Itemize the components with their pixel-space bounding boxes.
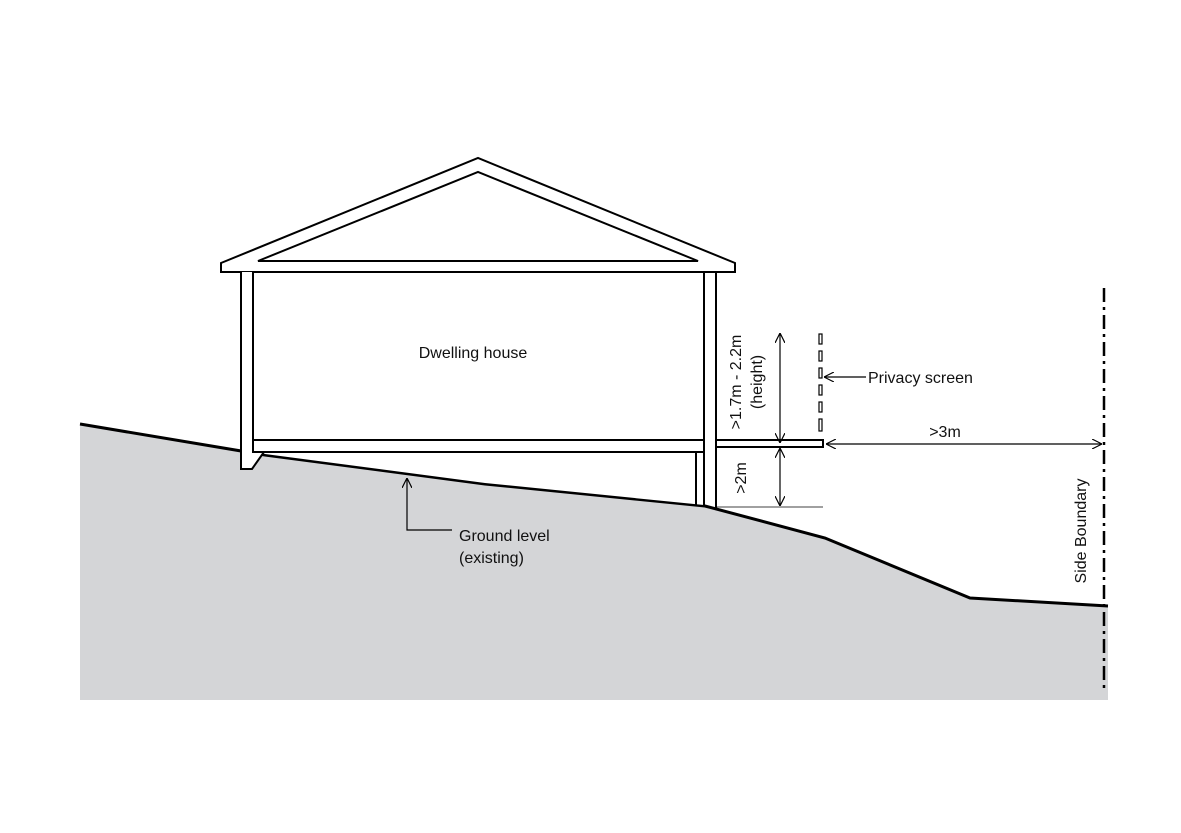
room [252, 271, 705, 441]
privacy-screen-label: Privacy screen [868, 370, 973, 387]
side-boundary-label: Side Boundary [1073, 479, 1090, 584]
deck-height-label: >2m [733, 462, 750, 494]
floor-slab [252, 439, 705, 453]
ground-fill [80, 424, 1108, 700]
height-range-label: >1.7m - 2.2m [728, 335, 745, 430]
right-wall [703, 272, 717, 508]
dwelling-label: Dwelling house [419, 345, 528, 362]
height-note-label: (height) [749, 355, 766, 409]
subfloor-space [253, 452, 704, 505]
balcony-deck [715, 439, 824, 448]
roof-inner [257, 170, 699, 262]
privacy-screen [818, 333, 823, 432]
ground-level-label: Ground level [459, 528, 550, 545]
setback-label: >3m [929, 424, 961, 441]
ground-level-leader [407, 478, 452, 531]
ground-level-note: (existing) [459, 550, 524, 567]
